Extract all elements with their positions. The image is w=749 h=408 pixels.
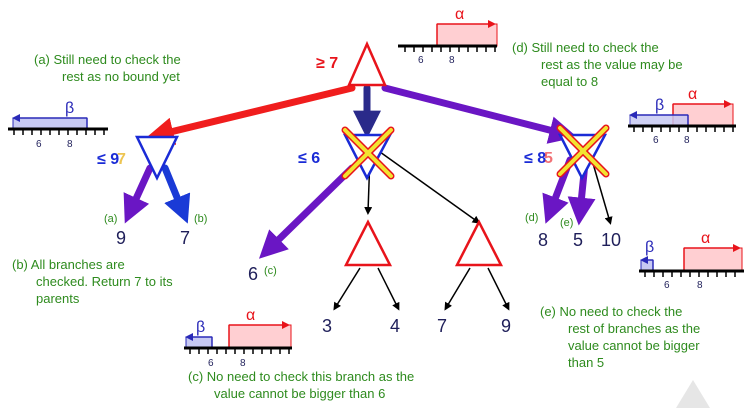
scale-left-beta-symbol: β: [65, 100, 74, 117]
leaf-mm2-b: 9: [501, 316, 511, 336]
edge-mm1-leaf-3: [333, 267, 361, 311]
scale-right-lower-beta-symbol: β: [645, 239, 654, 256]
scale-top-tick-8: 8: [449, 55, 455, 66]
left-min-bound-overlay: 7: [117, 151, 126, 168]
tag-b-left: (b): [194, 213, 207, 225]
scale-right-upper: α β 6 8: [628, 86, 736, 146]
scale-right-lower-beta-box: [640, 259, 654, 272]
scale-right-lower-alpha-symbol: α: [701, 230, 710, 247]
arrow-mid-to-c: [258, 164, 356, 259]
scale-right-upper-beta-symbol: β: [655, 97, 664, 114]
arrow-left-to-a: [123, 164, 154, 224]
scale-right-lower-tick-6: 6: [664, 280, 670, 291]
right-min-node: [557, 133, 608, 181]
scale-bottom-alpha-symbol: α: [246, 307, 255, 324]
scale-right-upper-tick-8: 8: [684, 135, 690, 146]
leaf-mid-c: 6: [248, 264, 258, 284]
scale-bottom-tick-6: 6: [208, 358, 214, 369]
leaf-left-b: 7: [180, 228, 190, 248]
scale-top-alpha-box: [436, 23, 498, 47]
left-min-node: [134, 135, 180, 181]
left-min-bound-label: ≤ 9: [97, 151, 119, 168]
scale-right-lower-alpha-box: [683, 247, 743, 272]
mid-max-node-2: [454, 219, 504, 267]
arrow-root-to-left: [145, 84, 356, 145]
scale-top: α 6 8: [398, 6, 498, 66]
root-max-node: [347, 40, 387, 87]
arrow-left-to-b: [161, 164, 191, 224]
scale-left-tick-8: 8: [67, 139, 73, 150]
edge-mm2-leaf-9: [487, 267, 510, 311]
note-e: (e) No need to check the rest of branche…: [540, 304, 704, 370]
scale-bottom-beta-symbol: β: [196, 319, 205, 336]
edge-mid-to-mm2: [379, 151, 481, 224]
leaf-right-f: 10: [601, 230, 621, 250]
scale-right-lower: α β 6 8: [639, 230, 744, 291]
right-cross-icon: [556, 124, 610, 178]
thin-edges: [333, 151, 613, 311]
leaf-left-a: 9: [116, 228, 126, 248]
scale-bottom-tick-8: 8: [240, 358, 246, 369]
edge-mm2-leaf-7: [444, 267, 471, 311]
note-a: (a) Still need to check the rest as no b…: [34, 52, 184, 84]
root-bound-label: ≥ 7: [316, 55, 338, 72]
tag-e-right: (e): [560, 217, 573, 229]
note-d: (d) Still need to check the rest as the …: [512, 40, 686, 89]
leaf-mm2-a: 7: [437, 316, 447, 336]
scale-top-tick-6: 6: [418, 55, 424, 66]
note-c: (c) No need to check this branch as the …: [188, 369, 418, 401]
step-tags: (a) (b) (c) (d) (e): [104, 212, 573, 277]
scale-left: β 6 8: [8, 100, 108, 150]
leaf-mm1-a: 3: [322, 316, 332, 336]
scale-left-tick-6: 6: [36, 139, 42, 150]
scale-top-alpha-symbol: α: [455, 6, 464, 23]
leaf-right-e: 5: [573, 230, 583, 250]
edge-mm1-leaf-4: [377, 267, 400, 311]
scale-bottom: α β 6 8: [184, 307, 292, 369]
tag-d-right: (d): [525, 212, 538, 224]
mid-cross-icon: [341, 126, 395, 180]
scale-bottom-beta-box: [185, 336, 213, 349]
tag-a-left: (a): [104, 213, 117, 225]
right-min-bound-label: ≤ 8: [524, 150, 546, 167]
bold-arrows: [123, 84, 596, 259]
leaf-mm1-b: 4: [390, 316, 400, 336]
leaf-values: 9 7 6 3 4 7 9 8 5 10: [116, 228, 621, 336]
scale-left-beta-box: [12, 117, 88, 130]
scale-right-upper-beta-box: [629, 114, 689, 127]
leaf-right-d: 8: [538, 230, 548, 250]
edge-right-leaf-10: [591, 159, 613, 225]
scale-bottom-alpha-box: [228, 324, 292, 349]
scale-right-upper-alpha-symbol: α: [688, 86, 697, 103]
arrow-root-to-right: [381, 84, 578, 144]
scale-right-lower-tick-8: 8: [697, 280, 703, 291]
corner-decoration: [676, 380, 710, 408]
mid-min-bound-label: ≤ 6: [298, 150, 320, 167]
scale-right-upper-tick-6: 6: [653, 135, 659, 146]
mid-max-node-1: [343, 219, 393, 267]
tag-c-mid: (c): [264, 265, 277, 277]
right-min-bound-overlay: 5: [544, 150, 553, 167]
note-b: (b) All branches are checked. Return 7 t…: [12, 257, 176, 306]
